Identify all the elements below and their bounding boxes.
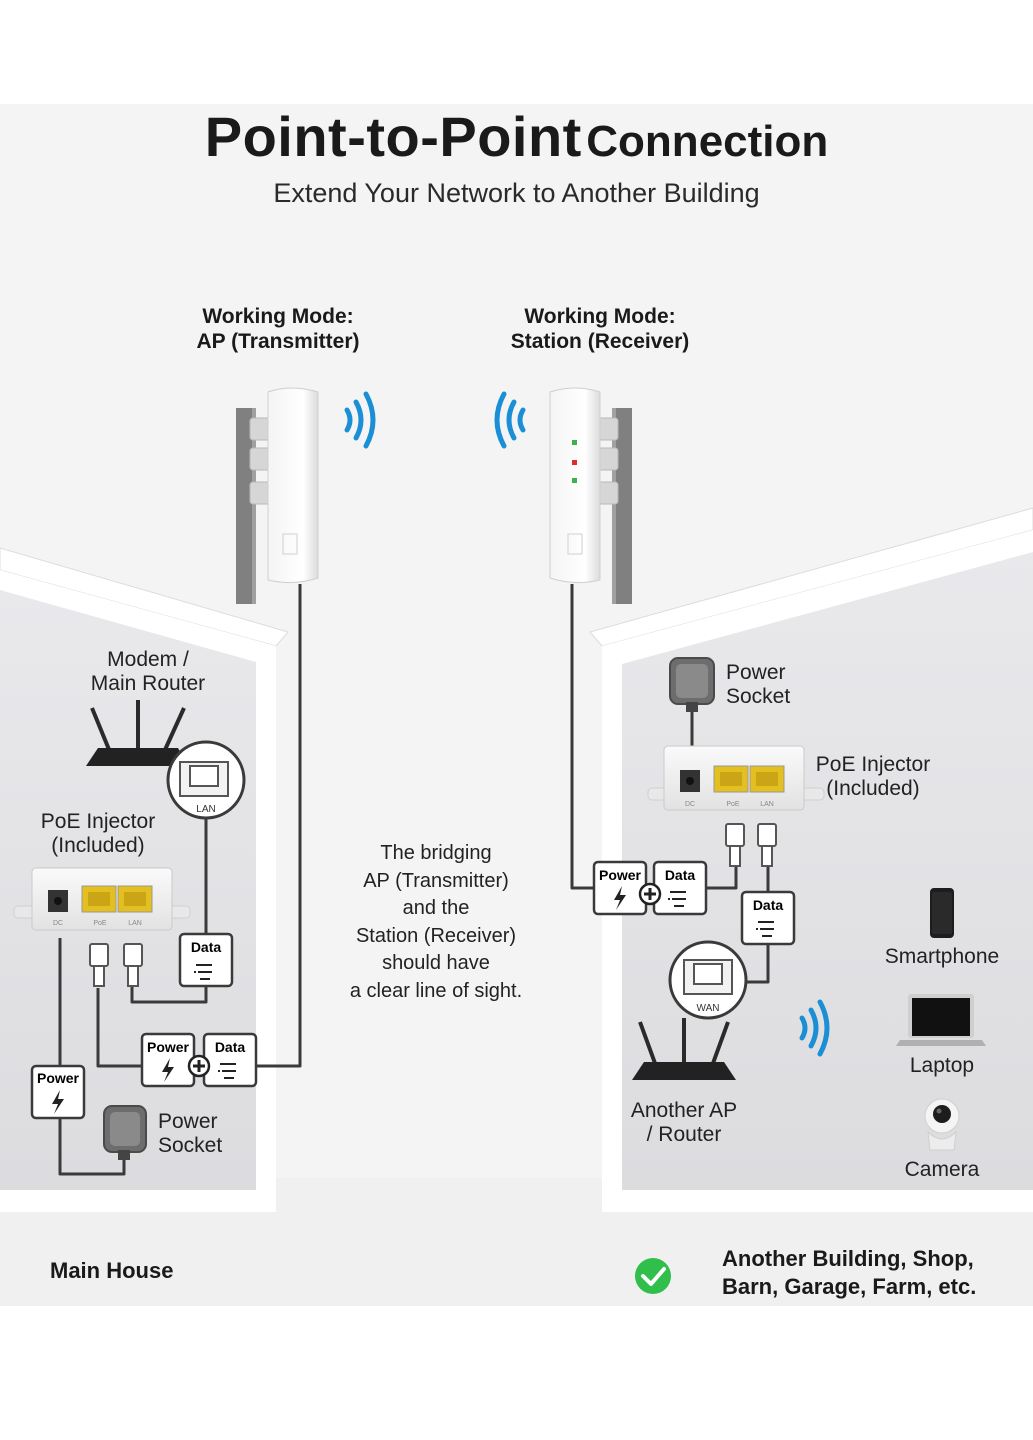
svg-text:DC: DC — [685, 801, 695, 808]
ethernet-plugs-right — [725, 823, 777, 867]
laptop-label: Laptop — [909, 1054, 975, 1077]
another-router-label: Another AP / Router — [630, 1099, 738, 1146]
other-building-footer: Another Building, Shop, Barn, Garage, Fa… — [722, 1246, 977, 1299]
power-badge-left: Power — [30, 1064, 86, 1120]
another-router-icon — [632, 1018, 736, 1080]
lan-port-label: LAN — [196, 804, 215, 815]
poe-injector-label-right: PoE Injector (Included) — [815, 753, 931, 800]
svg-text:Data: Data — [753, 897, 784, 913]
svg-text:LAN: LAN — [760, 801, 774, 808]
svg-text:WAN: WAN — [697, 1003, 720, 1014]
svg-text:PoE: PoE — [93, 920, 107, 927]
camera-label: Camera — [904, 1158, 980, 1181]
title-bold: Point-to-Point — [204, 105, 582, 168]
power-adapter-right — [669, 657, 715, 712]
svg-text:Data: Data — [215, 1039, 246, 1055]
main-router-label: Modem / Main Router — [90, 648, 206, 695]
lan-port-callout: LAN — [166, 740, 246, 820]
receiver-antenna — [549, 387, 632, 604]
page-title: Point-to-Point Connection — [0, 104, 1033, 169]
cables-main-house — [58, 584, 302, 1176]
svg-text:PoE: PoE — [726, 801, 740, 808]
signal-waves-receiver — [494, 391, 526, 449]
poe-injector-right: DC PoE LAN — [647, 745, 825, 811]
svg-text:Data: Data — [191, 939, 222, 955]
main-house-footer: Main House — [50, 1258, 174, 1283]
poe-injector-left: DC PoE LAN — [13, 867, 191, 931]
svg-text:Power: Power — [147, 1039, 190, 1055]
power-socket-label-right: Power Socket — [726, 661, 791, 708]
svg-text:LAN: LAN — [128, 920, 142, 927]
ethernet-plugs-left — [89, 943, 143, 987]
smartphone-label: Smartphone — [884, 945, 1000, 968]
title-rest: Connection — [586, 117, 829, 166]
svg-text:DC: DC — [53, 920, 63, 927]
poe-injector-label-left: PoE Injector (Included) — [40, 810, 156, 857]
check-icon — [635, 1258, 671, 1294]
data-badge-left: Data — [178, 932, 234, 988]
laptop-icon — [896, 994, 986, 1046]
receiver-mode-label: Working Mode: Station (Receiver) — [510, 305, 690, 353]
transmitter-antenna — [236, 387, 319, 604]
power-adapter-left — [103, 1105, 147, 1160]
signal-waves-transmitter — [344, 391, 376, 449]
transmitter-mode-label: Working Mode: AP (Transmitter) — [196, 305, 360, 353]
power-data-combo-right: Power Data — [592, 860, 708, 916]
camera-icon — [924, 1098, 960, 1151]
data-badge-right: Data — [740, 890, 796, 946]
wifi-signal-icon — [799, 999, 830, 1057]
main-router-icon — [86, 700, 188, 766]
svg-text:Power: Power — [599, 867, 642, 883]
power-data-combo-left: Power Data — [140, 1032, 258, 1088]
wan-port-callout: WAN — [668, 940, 748, 1020]
page-subtitle: Extend Your Network to Another Building — [273, 178, 760, 208]
smartphone-icon — [930, 888, 954, 938]
line-of-sight-note: The bridging AP (Transmitter) and the St… — [349, 842, 523, 1002]
cables-other-building — [570, 584, 770, 984]
svg-text:Data: Data — [665, 867, 696, 883]
power-socket-label-left: Power Socket — [158, 1110, 223, 1157]
svg-text:Power: Power — [37, 1070, 80, 1086]
